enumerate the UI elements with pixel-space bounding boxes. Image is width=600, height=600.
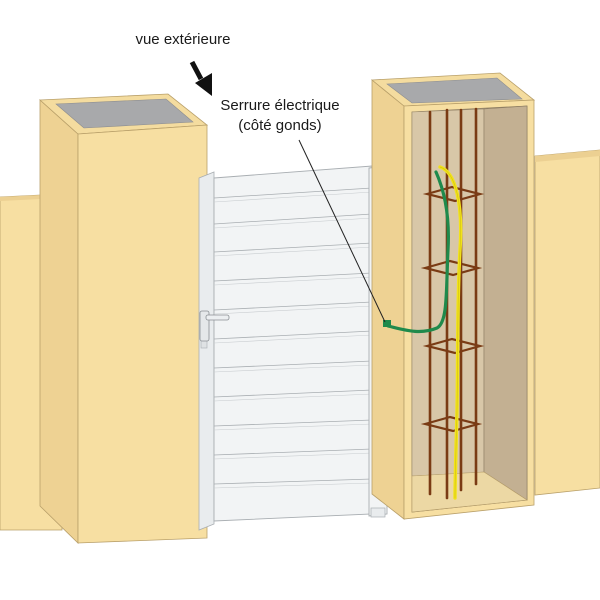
electric-lock-label-line2: (côté gonds) — [238, 117, 322, 134]
electric-wires — [386, 165, 463, 500]
right-wall — [534, 149, 600, 496]
lock-leader-line — [298, 139, 386, 323]
gate-leaf — [213, 165, 373, 522]
rebar-cage — [420, 107, 485, 500]
electric-lock-marker — [383, 320, 391, 327]
electric-lock-label-line1: Serrure électrique — [220, 97, 340, 114]
electric-lock-label: Serrure électrique (côté gonds) — [212, 96, 348, 136]
left-pillar — [39, 93, 209, 544]
gate-latch-post — [198, 171, 215, 531]
view-direction-arrow — [189, 60, 212, 96]
view-label: vue extérieure — [135, 31, 231, 48]
gate-handle — [199, 310, 230, 342]
right-pillar-formwork — [370, 72, 536, 520]
